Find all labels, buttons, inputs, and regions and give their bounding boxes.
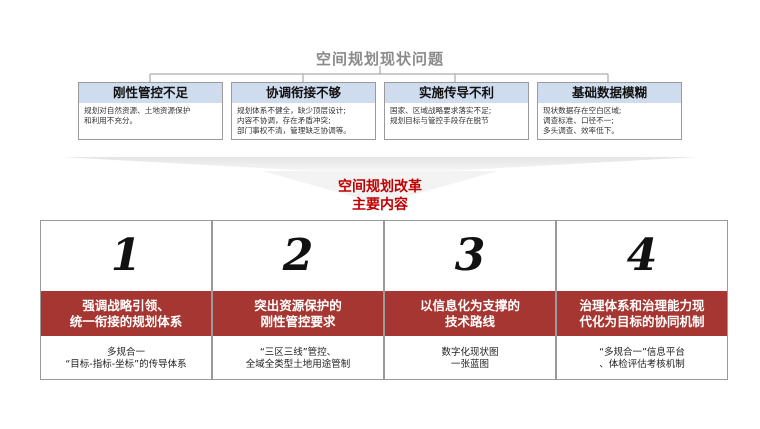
problem-title: 刚性管控不足 [79,83,222,103]
reform-sub: 数字化现状图 一张蓝图 [385,347,555,371]
reform-sub: “三区三线”管控、 全域全类型土地用途管制 [213,347,383,371]
problem-title: 实施传导不利 [385,83,528,103]
reform-number: 2 [282,230,314,281]
problem-desc-line: 规划目标与管控手段存在脱节 [390,116,489,125]
reform-sub-line: “多规合一”信息平台 [599,347,685,358]
problem-desc-line: 内容不协调，存在矛盾冲突; [237,116,331,125]
reform-band: 突出资源保护的 刚性管控要求 [213,291,383,336]
problem-desc-line: 调查标准、口径不一; [543,116,614,125]
reform-band-line: 突出资源保护的 [254,297,342,313]
problems-connector [149,66,609,82]
problem-card-4: 基础数据模糊 现状数据存在空白区域; 调查标准、口径不一; 多头调查、效率低下。 [537,82,682,140]
reform-title-line: 空间规划改革 [338,179,422,195]
reform-sub: 多规合一 “目标-指标-坐标”的传导体系 [41,347,211,371]
problem-card-2: 协调衔接不够 规划体系不健全，缺少顶层设计; 内容不协调，存在矛盾冲突; 部门事… [231,82,376,140]
problem-card-1: 刚性管控不足 规划对自然资源、土地资源保护 和利用不充分。 [78,82,223,140]
reform-band-line: 强调战略引领、 [82,297,170,313]
problem-desc-line: 规划对自然资源、土地资源保护 [84,106,191,115]
reform-card-1: 1 强调战略引领、 统一衔接的规划体系 多规合一 “目标-指标-坐标”的传导体系 [40,220,212,380]
reform-card-4: 4 治理体系和治理能力现 代化为目标的协同机制 “多规合一”信息平台 、体检评估… [556,220,728,380]
reform-title: 空间规划改革 主要内容 [0,178,760,214]
problem-desc-line: 和利用不充分。 [84,116,138,125]
reform-band-line: 技术路线 [444,313,495,329]
problem-desc-line: 国家、区域战略要求落实不足; [390,106,492,115]
reform-band-line: 以信息化为支撑的 [419,297,520,313]
reform-card-2: 2 突出资源保护的 刚性管控要求 “三区三线”管控、 全域全类型土地用途管制 [212,220,384,380]
problem-title: 协调衔接不够 [232,83,375,103]
reform-band-line: 治理体系和治理能力现 [579,297,705,313]
reform-band-line: 统一衔接的规划体系 [69,313,183,329]
reform-band-line: 代化为目标的协同机制 [579,313,705,329]
problem-desc: 现状数据存在空白区域; 调查标准、口径不一; 多头调查、效率低下。 [543,106,677,136]
reform-number: 3 [454,230,486,281]
reform-sub: “多规合一”信息平台 、体检评估考核机制 [557,347,727,371]
problems-title: 空间规划现状问题 [315,50,444,68]
reform-band: 以信息化为支撑的 技术路线 [385,291,555,336]
reform-sub-line: “三区三线”管控、 [259,347,337,358]
reform-title-line: 主要内容 [352,197,408,213]
reform-band-line: 刚性管控要求 [260,313,336,329]
reform-number: 4 [626,230,658,281]
reform-sub-line: 一张蓝图 [450,359,489,370]
reform-sub-line: 多规合一 [106,347,145,358]
reform-sub-line: 数字化现状图 [441,347,499,358]
problem-desc: 规划对自然资源、土地资源保护 和利用不充分。 [84,106,218,126]
problem-card-3: 实施传导不利 国家、区域战略要求落实不足; 规划目标与管控手段存在脱节 [384,82,529,140]
problem-title: 基础数据模糊 [538,83,681,103]
reform-band: 强调战略引领、 统一衔接的规划体系 [41,291,211,336]
reform-card-3: 3 以信息化为支撑的 技术路线 数字化现状图 一张蓝图 [384,220,556,380]
problem-desc-line: 多头调查、效率低下。 [543,126,619,135]
problem-desc-line: 规划体系不健全，缺少顶层设计; [237,106,346,115]
problem-desc-line: 现状数据存在空白区域; [543,106,622,115]
reform-band: 治理体系和治理能力现 代化为目标的协同机制 [557,291,727,336]
reform-sub-line: 、体检评估考核机制 [599,359,685,370]
problem-desc: 规划体系不健全，缺少顶层设计; 内容不协调，存在矛盾冲突; 部门事权不清，管理缺… [237,106,371,136]
reform-sub-line: 全域全类型土地用途管制 [245,359,351,370]
problem-desc: 国家、区域战略要求落实不足; 规划目标与管控手段存在脱节 [390,106,524,126]
reform-sub-line: “目标-指标-坐标”的传导体系 [65,359,187,370]
reform-number: 1 [110,230,142,281]
problem-desc-line: 部门事权不清，管理缺乏协调等。 [237,126,351,135]
